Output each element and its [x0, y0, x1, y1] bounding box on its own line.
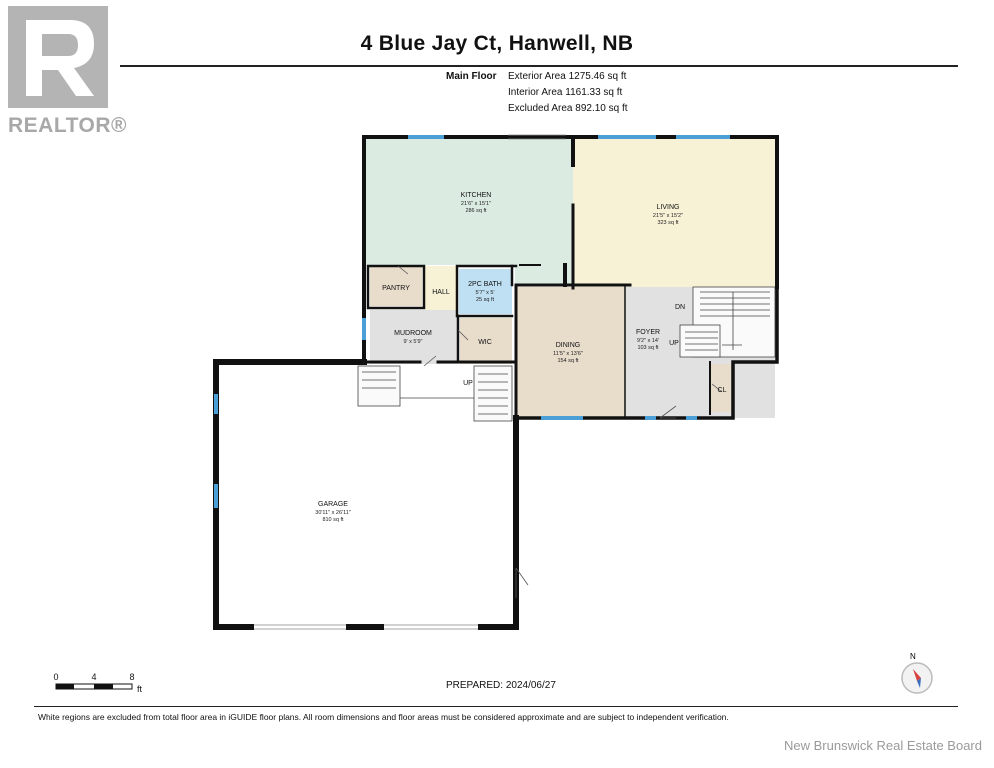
- living-dims: 21'5" x 15'2": [653, 213, 683, 219]
- mudroom-dims: 9' x 5'9": [403, 339, 422, 345]
- excluded-area: Excluded Area 892.10 sq ft: [508, 103, 628, 114]
- bath-room: [459, 269, 512, 314]
- realtor-logo-word: REALTOR®: [8, 114, 128, 137]
- foyer-area: 103 sq ft: [637, 345, 659, 351]
- stairs-up-foyer-label: UP: [669, 340, 679, 347]
- foyer-dims: 9'2" x 14': [637, 338, 659, 344]
- bath-dims: 5'7" x 5': [475, 290, 494, 296]
- page-title: 4 Blue Jay Ct, Hanwell, NB: [360, 32, 634, 55]
- bath-area: 25 sq ft: [476, 297, 495, 303]
- wic-label: WIC: [478, 339, 492, 346]
- compass-needle-south-icon: [917, 678, 921, 688]
- pantry-room: [370, 266, 422, 306]
- pantry-label: PANTRY: [382, 285, 410, 292]
- exterior-area: Exterior Area 1275.46 sq ft: [508, 71, 627, 82]
- dining-dims: 11'5" x 13'6": [553, 351, 583, 357]
- floor-label: Main Floor: [446, 71, 497, 82]
- kitchen-area: 286 sq ft: [465, 208, 487, 214]
- interior-area: Interior Area 1161.33 sq ft: [508, 87, 623, 98]
- wic-room: [460, 318, 512, 364]
- dining-room: [515, 287, 625, 418]
- kitchen-label: KITCHEN: [461, 192, 492, 199]
- compass-north-label: N: [910, 652, 916, 661]
- living-area: 323 sq ft: [657, 220, 679, 226]
- title-divider: [120, 65, 958, 67]
- garage-room: [216, 364, 515, 625]
- closet-room: [711, 364, 732, 412]
- garage-label: GARAGE: [318, 501, 348, 508]
- stairs-up-garage-label: UP: [463, 380, 473, 387]
- kitchen-room: [366, 139, 573, 265]
- footer-divider: [34, 706, 958, 707]
- realtor-logo: REALTOR®: [4, 6, 127, 137]
- mudroom-room: [370, 310, 458, 365]
- dining-label: DINING: [556, 342, 581, 349]
- dining-area: 154 sq ft: [557, 358, 579, 364]
- mudroom-label: MUDROOM: [394, 330, 432, 337]
- kitchen-dims: 21'6" x 15'1": [461, 201, 491, 207]
- living-room: [573, 139, 777, 287]
- board-watermark: New Brunswick Real Estate Board: [784, 738, 982, 753]
- scale-unit: ft: [137, 684, 143, 694]
- closet-label: CL: [718, 387, 727, 394]
- hall-label: HALL: [432, 289, 450, 296]
- north-compass: N: [898, 650, 938, 698]
- living-label: LIVING: [657, 204, 680, 211]
- prepared-date: PREPARED: 2024/06/27: [446, 680, 556, 691]
- bath-label: 2PC BATH: [468, 281, 502, 288]
- foyer-label: FOYER: [636, 329, 660, 336]
- door-swings: [397, 265, 723, 598]
- windows: [214, 135, 730, 508]
- hall-room: [425, 266, 457, 314]
- scale-tick-8: 8: [129, 672, 134, 682]
- stairs-garage: [357, 365, 513, 422]
- scale-tick-0: 0: [53, 672, 58, 682]
- garage-dims: 30'11" x 26'11": [315, 510, 351, 516]
- garage-door-lines: [254, 134, 566, 630]
- garage-area: 810 sq ft: [322, 517, 344, 523]
- kitchen-lower-area: [427, 265, 573, 284]
- compass-needle-north-icon: [913, 669, 921, 681]
- scale-bar: 0 4 8 ft: [53, 672, 142, 694]
- disclaimer-text: White regions are excluded from total fl…: [38, 712, 729, 722]
- scale-tick-4: 4: [91, 672, 96, 682]
- stairs-foyer: [679, 286, 776, 358]
- realtor-logo-mark: [8, 6, 108, 108]
- stairs-down-label: DN: [675, 304, 685, 311]
